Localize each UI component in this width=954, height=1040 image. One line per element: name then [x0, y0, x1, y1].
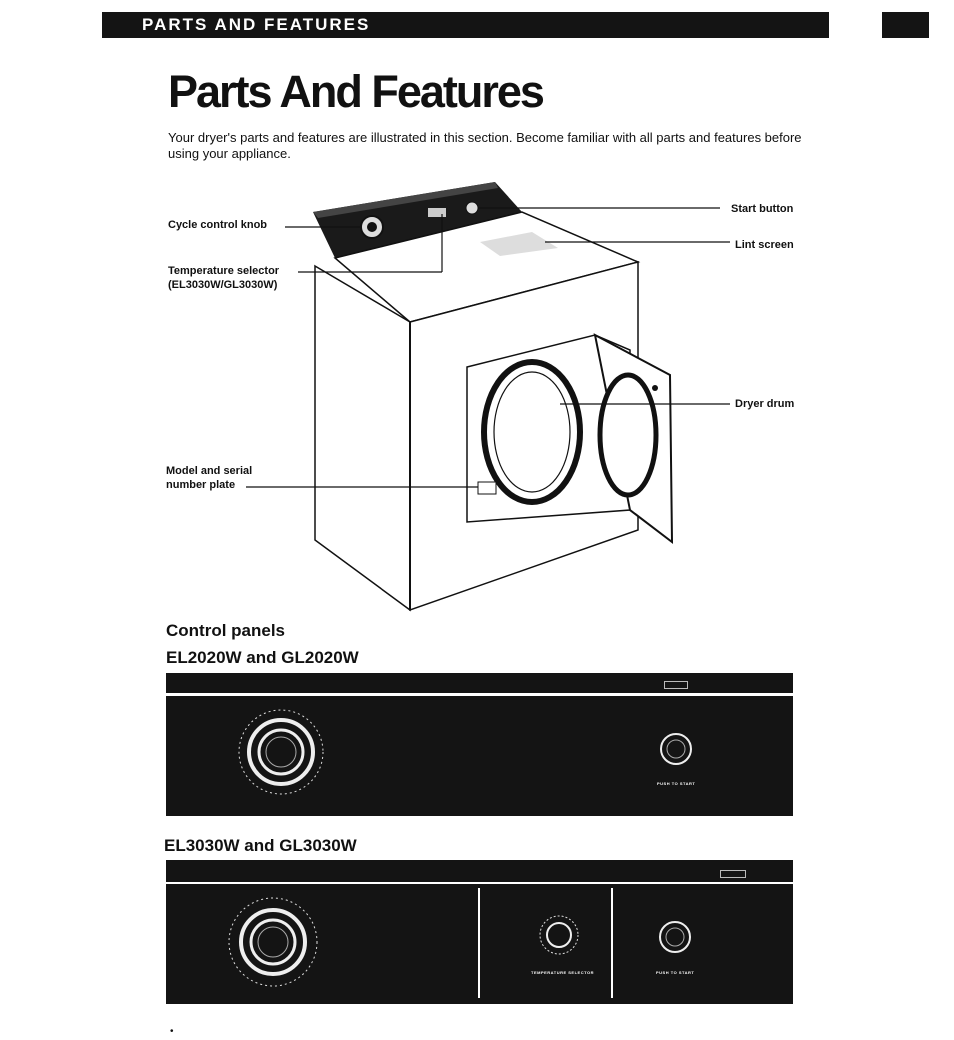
start-button-drawing [465, 201, 479, 215]
section-header-bar: PARTS AND FEATURES [102, 12, 829, 38]
callout-lint-screen: Lint screen [735, 239, 794, 251]
callout-temperature-selector: Temperature selector [168, 265, 280, 277]
corner-tab [882, 12, 929, 38]
callout-start-button: Start button [731, 203, 794, 215]
panel1-cycle-knob[interactable] [226, 702, 336, 810]
panel2-control-face: TEMPERATURE SELECTOR PUSH TO START [166, 884, 793, 1004]
panel1-start-button[interactable] [659, 732, 693, 766]
panel1-logo-badge [664, 681, 688, 689]
serial-plate-drawing [477, 481, 497, 495]
dryer-drum-drawing [481, 359, 583, 505]
callout-dryer-drum: Dryer drum [735, 398, 795, 410]
callout-cycle-control-knob: Cycle control knob [168, 219, 268, 231]
section-header-label: PARTS AND FEATURES [142, 15, 371, 34]
dryer-illustration [246, 182, 730, 612]
page-title: Parts And Features [168, 66, 545, 117]
panel1-model-heading: EL2020W and GL2020W [166, 648, 359, 667]
callout-temperature-selector-models: (EL3030W/GL3030W) [168, 279, 278, 291]
panel2-cycle-knob[interactable] [218, 890, 328, 998]
intro-paragraph: Your dryer's parts and features are illu… [168, 130, 802, 161]
lint-screen-drawing [480, 232, 558, 256]
panel1-top-strip [166, 673, 793, 693]
panel2-top-strip [166, 860, 793, 882]
panel1-start-label: PUSH TO START [657, 781, 696, 786]
panel2-temperature-selector[interactable] [536, 912, 582, 958]
control-panels-heading: Control panels [166, 621, 286, 640]
panel1-control-face: PUSH TO START [166, 696, 793, 816]
callout-model-serial-line1: Model and serial [166, 465, 253, 477]
control-console [313, 182, 522, 258]
panel2-model-heading: EL3030W and GL3030W [164, 836, 357, 855]
panel2-temp-label: TEMPERATURE SELECTOR [531, 970, 594, 975]
panel2-divider-left [478, 888, 480, 998]
panel2-start-label: PUSH TO START [656, 970, 695, 975]
panel2-divider-right [611, 888, 613, 998]
panel2-start-button[interactable] [658, 920, 692, 954]
panel2-logo-badge [720, 870, 746, 878]
footer-mark: • [170, 1026, 174, 1037]
callout-model-serial-line2: number plate [166, 479, 236, 491]
